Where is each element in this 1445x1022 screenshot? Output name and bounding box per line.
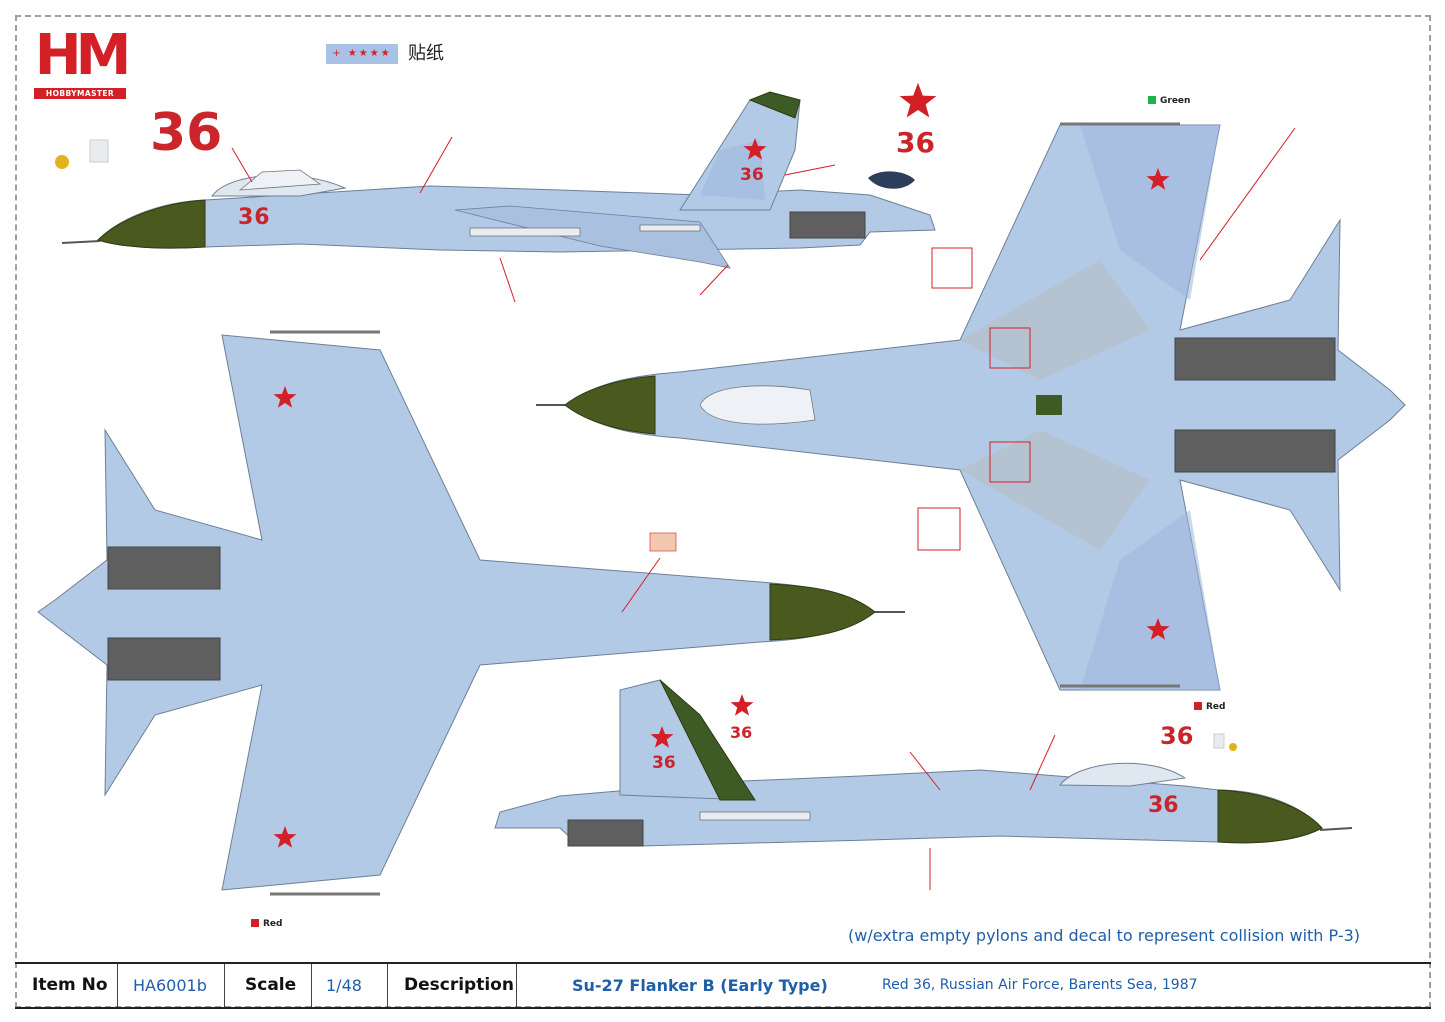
item-no-label: Item No xyxy=(32,975,108,995)
item-no-value: HA6001b xyxy=(133,976,207,995)
product-detail: Red 36, Russian Air Force, Barents Sea, … xyxy=(882,977,1198,993)
sticker-swatch: + ★★★★ xyxy=(326,44,398,64)
side-profile-lower xyxy=(494,679,1353,847)
side-upper-tail-number: 36 xyxy=(740,165,764,185)
description-label: Description xyxy=(404,975,514,995)
color-callout-green: Green xyxy=(1148,95,1190,107)
bottom-view-planform xyxy=(37,330,905,896)
sticker-legend: + ★★★★ 贴纸 xyxy=(326,42,466,66)
color-callout-red-bottom: Red xyxy=(251,918,282,930)
scale-label: Scale xyxy=(245,975,297,995)
decal-sample-number-lower-tail: 36 xyxy=(730,723,752,742)
hobbymaster-logo: HM HOBBYMASTER xyxy=(32,23,132,103)
top-view-planform xyxy=(536,122,1406,691)
decal-note: (w/extra empty pylons and decal to repre… xyxy=(848,926,1361,945)
product-name: Su-27 Flanker B (Early Type) xyxy=(572,976,828,995)
sticker-label: 贴纸 xyxy=(408,43,444,64)
emblem-icon xyxy=(868,171,915,189)
side-profile-upper xyxy=(61,91,936,269)
decal-sample-number-top-right: 36 xyxy=(896,126,935,159)
color-callout-red-top-text: Red xyxy=(1206,702,1226,712)
radiation-icon xyxy=(55,155,69,169)
decal-sample-number-upper: 36 xyxy=(150,103,222,163)
info-bar: Item No HA6001b Scale 1/48 Description S… xyxy=(15,962,1431,1009)
scale-value: 1/48 xyxy=(326,976,362,995)
logo-hm-text: HM xyxy=(34,23,132,88)
side-upper-fuselage-number: 36 xyxy=(238,205,271,230)
logo-subtext: HOBBYMASTER xyxy=(34,88,126,99)
decal-sample-number-lower: 36 xyxy=(1160,722,1193,750)
side-lower-tail-number: 36 xyxy=(652,753,676,773)
color-callout-red-top: Red xyxy=(1194,701,1225,713)
color-callout-red-bottom-text: Red xyxy=(263,919,283,929)
side-lower-fuselage-number: 36 xyxy=(1148,793,1179,818)
color-callout-green-text: Green xyxy=(1160,96,1191,106)
